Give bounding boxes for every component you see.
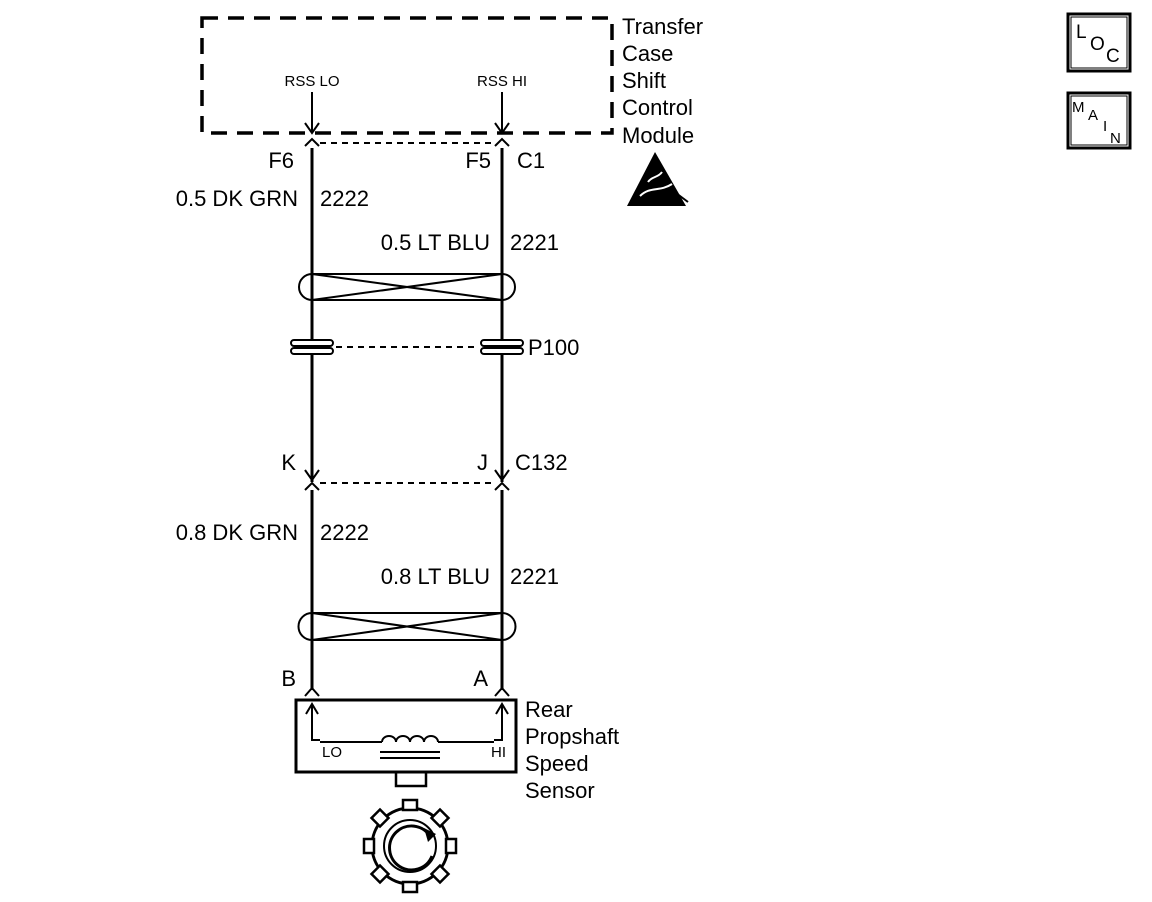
- wire-right-upper-label: 0.5 LT BLU: [381, 230, 490, 255]
- wire-left-lower-circuit: 2222: [320, 520, 369, 545]
- wire-left-upper-circuit: 2222: [320, 186, 369, 211]
- sensor-stem: [394, 770, 428, 788]
- c132-pin-j: J: [477, 450, 488, 475]
- module-name-line-4: Control: [622, 95, 693, 120]
- sensor-lo-label: LO: [322, 744, 342, 761]
- sensor-hi-label: HI: [491, 744, 506, 761]
- module-name-line-5: Module: [622, 123, 694, 148]
- sensor-name-line-1: Rear: [525, 697, 573, 722]
- twisted-pair-lower: [297, 612, 517, 641]
- c1-pin-f6: F6: [268, 148, 294, 173]
- wire-right-lower-circuit: 2221: [510, 564, 559, 589]
- p100-connector-name: P100: [528, 335, 579, 360]
- svg-text:N: N: [1110, 130, 1121, 147]
- svg-text:I: I: [1103, 118, 1107, 135]
- speed-sensor: [294, 698, 518, 774]
- sensor-name-line-4: Sensor: [525, 778, 595, 803]
- main-icon[interactable]: M A I N: [1066, 91, 1132, 150]
- svg-text:L: L: [1076, 22, 1087, 43]
- c1-connector-name: C1: [517, 148, 545, 173]
- p100-connector: [290, 339, 524, 355]
- svg-text:O: O: [1090, 34, 1105, 55]
- svg-text:C: C: [1106, 46, 1120, 67]
- sensor-pin-a: A: [473, 666, 488, 691]
- sensor-name-line-2: Propshaft: [525, 724, 619, 749]
- pin-rss-hi-label: RSS HI: [477, 73, 527, 90]
- esd-warning-icon: [627, 152, 689, 206]
- svg-text:A: A: [1088, 107, 1098, 124]
- c132-pin-k: K: [281, 450, 296, 475]
- module-name-line-2: Case: [622, 41, 673, 66]
- twisted-pair-upper: [298, 273, 516, 301]
- c1-pin-f5: F5: [465, 148, 491, 173]
- module-name-line-1: Transfer: [622, 14, 703, 39]
- sensor-pin-b: B: [281, 666, 296, 691]
- loc-icon[interactable]: L O C: [1066, 12, 1132, 73]
- c132-connector-name: C132: [515, 450, 568, 475]
- svg-text:M: M: [1072, 99, 1085, 116]
- wire-left-upper-label: 0.5 DK GRN: [176, 186, 298, 211]
- module-name-line-3: Shift: [622, 68, 666, 93]
- wire-right-upper-circuit: 2221: [510, 230, 559, 255]
- pin-rss-lo-label: RSS LO: [284, 73, 339, 90]
- module-outline: [200, 16, 614, 135]
- reluctor-wheel-icon: [362, 798, 458, 894]
- wire-left-lower-label: 0.8 DK GRN: [176, 520, 298, 545]
- sensor-name-line-3: Speed: [525, 751, 589, 776]
- wire-right-lower-label: 0.8 LT BLU: [381, 564, 490, 589]
